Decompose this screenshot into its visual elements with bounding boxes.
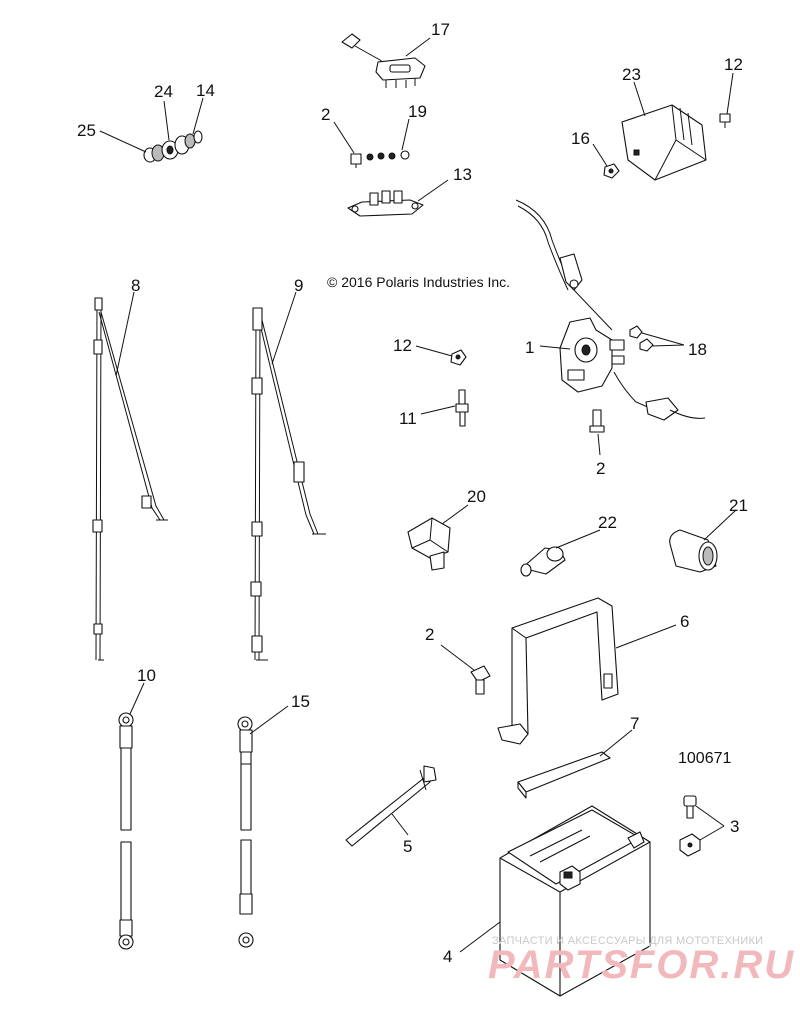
callout-label: 11 [399,409,417,428]
part-2-screw-lower [470,665,491,695]
callout-label: 14 [196,81,215,100]
callout-label: 3 [730,817,739,836]
callout-label: 10 [137,666,156,685]
callout-label: 2 [425,625,434,644]
part-15-battery-cable [237,716,254,948]
callout-label: 18 [688,340,707,359]
callout-label: 21 [729,496,748,515]
part-2-19-screw-nuts [350,150,410,168]
part-3-bolt-nut [679,795,701,857]
part-23-screw [719,113,731,128]
copyright-notice: © 2016 Polaris Industries Inc. [327,274,510,290]
callout-label: 7 [630,714,639,733]
part-2-screw-middle [589,409,605,433]
callout-label: 17 [431,20,450,39]
callout-label: 9 [294,276,303,295]
reference-number: 100671 [678,750,731,767]
callout-label: 24 [154,82,173,101]
callout-label: 2 [321,105,330,124]
watermark-logo: PARTSFOR.RU [488,943,795,987]
callout-label: 1 [525,338,534,357]
part-22-terminal-boot [520,546,566,577]
callout-label: 6 [680,612,689,631]
part-12-nut-middle [450,349,467,366]
part-20-terminal-boot [407,517,451,571]
part-9-cable [250,307,326,661]
part-11-stud [455,389,469,427]
callout-label: 2 [596,459,605,478]
watermark-tagline: ЗАПЧАСТИ И АКСЕССУАРЫ ДЛЯ МОТОТЕХНИКИ [492,935,763,947]
callout-label: 13 [453,165,472,184]
callout-label: 25 [77,121,96,140]
part-12-nut-upper [603,163,620,179]
callout-label: 4 [443,947,452,966]
callout-label: 12 [393,336,412,355]
part-21-terminal-boot [669,529,718,573]
part-10-battery-cable [118,712,134,950]
callout-label: 16 [571,129,590,148]
part-16-terminal-block [347,190,424,217]
part-1-starter-solenoid [515,199,706,421]
part-7-battery-pad [517,751,611,799]
part-6-battery-bracket [497,597,619,745]
callout-label: 23 [622,65,641,84]
part-8-cable [92,297,168,661]
callout-label: 19 [408,102,427,121]
part-24-14-25-washer-stack [143,130,203,163]
callout-label: 15 [291,692,310,711]
callout-label: 12 [724,55,743,74]
part-13-relay-cover [621,104,707,181]
part-4-battery [499,805,651,997]
part-18-nuts [629,325,654,352]
callout-label: 22 [598,513,617,532]
callout-label: 20 [467,487,486,506]
part-5-rod [345,765,437,847]
callout-label: 8 [131,276,140,295]
callout-label: 5 [403,837,412,856]
part-17-fuse-cover [341,33,426,88]
